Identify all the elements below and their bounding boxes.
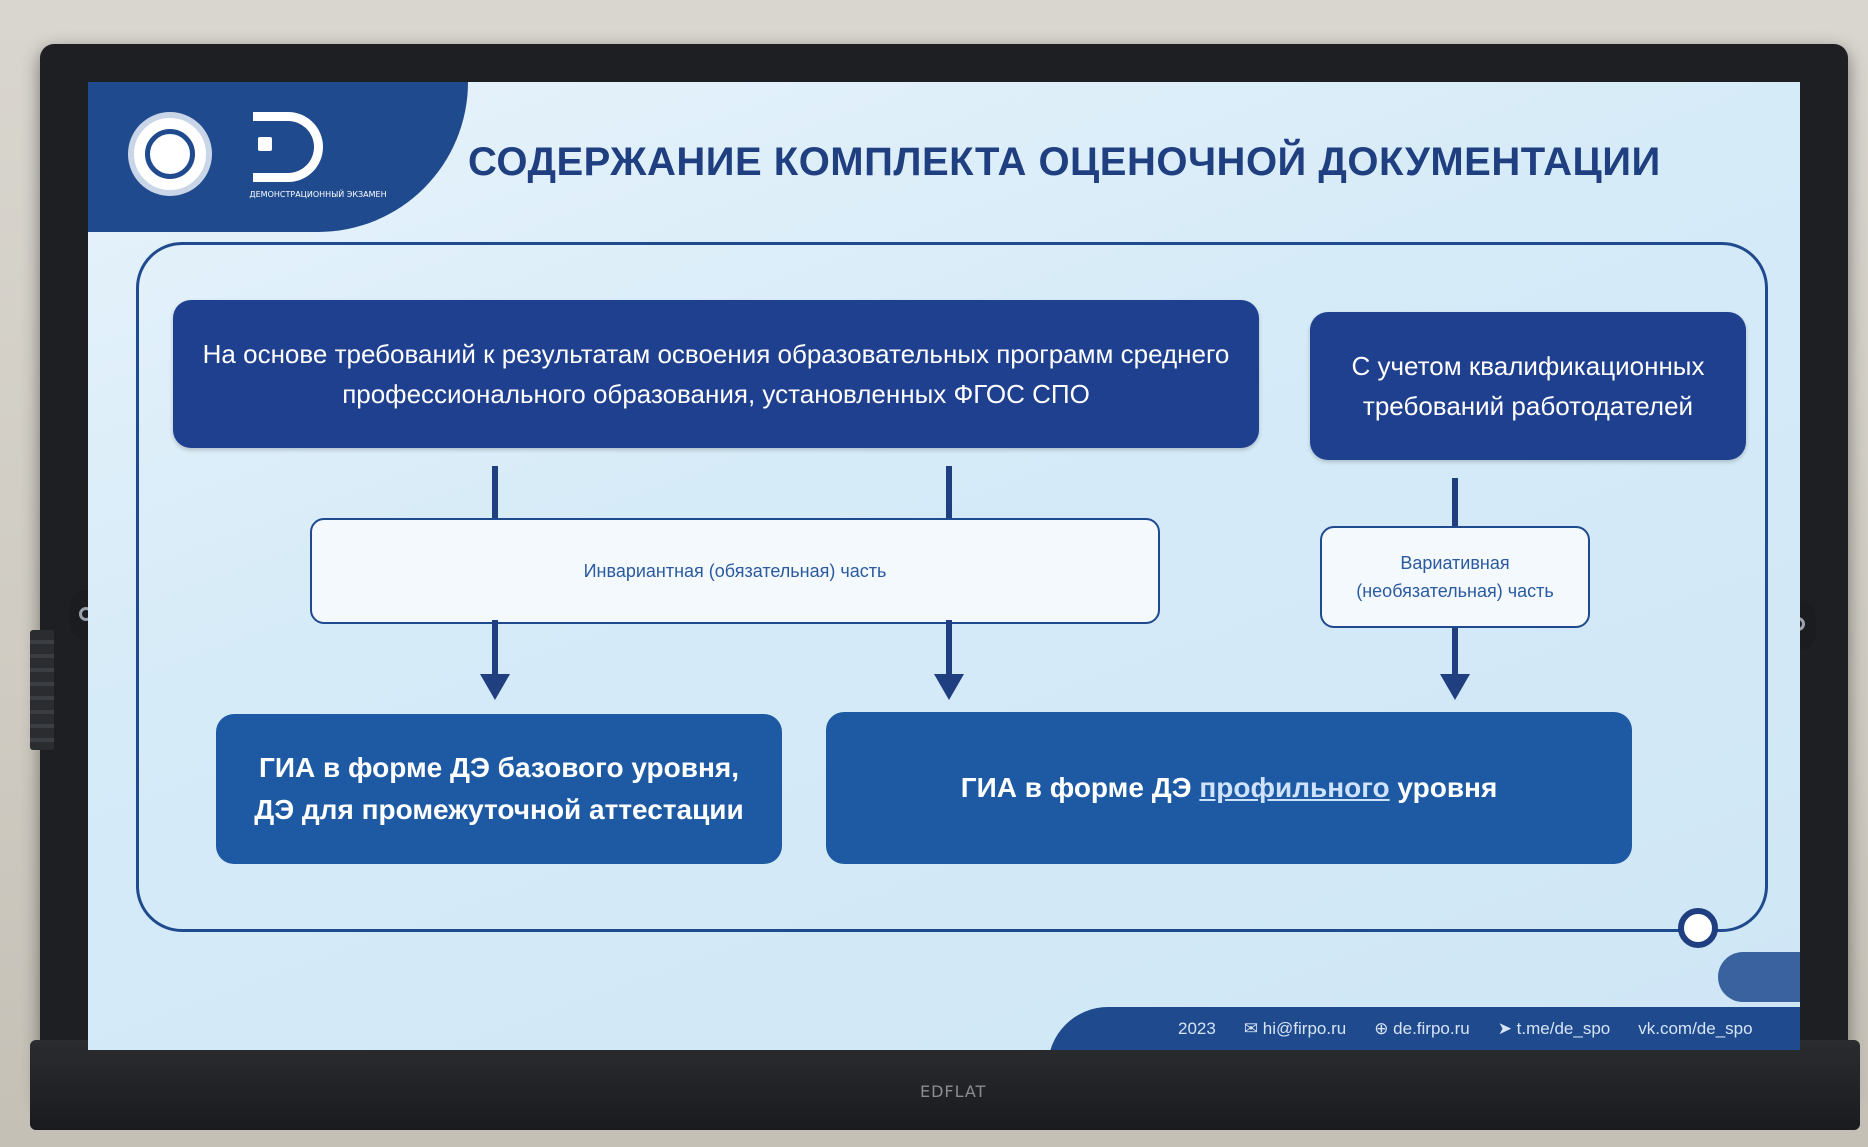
- gia-profile-level-box: ГИА в форме ДЭ профильного уровня: [826, 712, 1632, 864]
- connector-line: [492, 466, 498, 518]
- emblem-logo: [128, 112, 212, 196]
- tv-bottom-bar: [30, 1040, 1860, 1130]
- footer-vk-link[interactable]: vk.com/de_spo: [1638, 1019, 1753, 1038]
- emblem-ring-icon: [145, 129, 195, 179]
- footer-banner: [1048, 1007, 1800, 1050]
- footer-year: 2023: [1178, 1019, 1216, 1038]
- arrow-down-icon: [934, 674, 964, 700]
- logo-caption: ДЕМОНСТРАЦИОННЫЙ ЭКЗАМЕН: [249, 190, 387, 199]
- invariant-part-box: Инвариантная (обязательная) часть: [310, 518, 1160, 624]
- requirements-box: На основе требований к результатам освое…: [173, 300, 1259, 448]
- connector-line: [1452, 628, 1458, 676]
- slide-title: СОДЕРЖАНИЕ КОМПЛЕКТА ОЦЕНОЧНОЙ ДОКУМЕНТА…: [468, 140, 1661, 184]
- presentation-screen: ДЕМОНСТРАЦИОННЫЙ ЭКЗАМЕН СОДЕРЖАНИЕ КОМП…: [88, 82, 1800, 1050]
- de-logo-icon: [253, 112, 323, 182]
- connector-line: [492, 620, 498, 676]
- gia-profile-suffix: уровня: [1389, 772, 1498, 803]
- de-logo-dot: [258, 137, 272, 151]
- footer-site-link[interactable]: ⊕ de.firpo.ru: [1374, 1019, 1470, 1038]
- frame-corner-knob: [1678, 908, 1718, 948]
- gia-profile-link[interactable]: профильного: [1199, 772, 1390, 803]
- employer-requirements-box: С учетом квалификационных требований раб…: [1310, 312, 1746, 460]
- connector-line: [946, 620, 952, 676]
- footer-contacts: 2023 ✉ hi@firpo.ru ⊕ de.firpo.ru ➤ t.me/…: [1178, 1019, 1753, 1039]
- arrow-down-icon: [1440, 674, 1470, 700]
- page-number-tab: [1718, 952, 1800, 1002]
- footer-mail-link[interactable]: ✉ hi@firpo.ru: [1243, 1019, 1347, 1038]
- side-connector: [30, 630, 54, 750]
- variative-part-box: Вариативная (необязательная) часть: [1320, 526, 1590, 628]
- connector-line: [946, 466, 952, 518]
- tv-brand-label: EDFLAT: [920, 1082, 987, 1101]
- diagram-frame: [136, 242, 1768, 932]
- gia-profile-prefix: ГИА в форме ДЭ: [960, 772, 1200, 803]
- footer-telegram-link[interactable]: ➤ t.me/de_spo: [1497, 1019, 1611, 1038]
- arrow-down-icon: [480, 674, 510, 700]
- connector-line: [1452, 478, 1458, 526]
- gia-basic-level-box: ГИА в форме ДЭ базового уровня, ДЭ для п…: [216, 714, 782, 864]
